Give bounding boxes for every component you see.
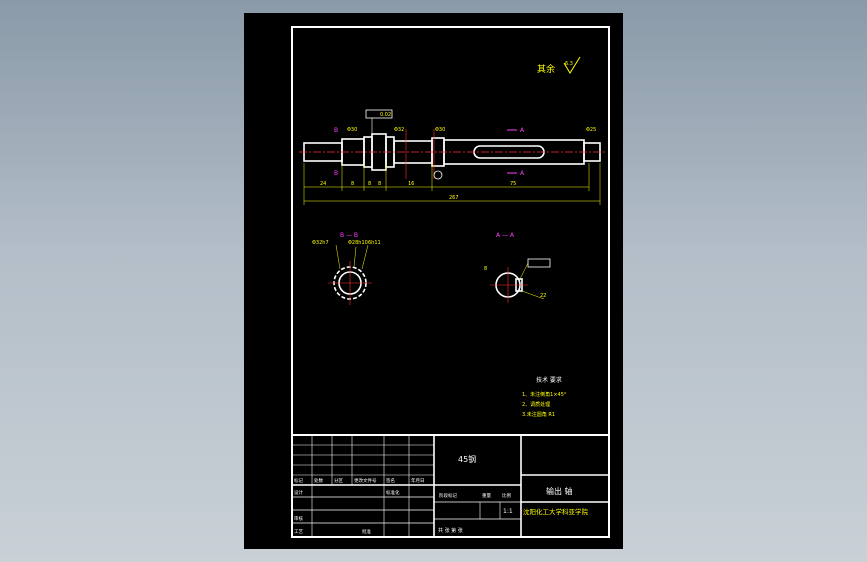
roughness-value: 6.3 [565, 61, 573, 67]
section-a-key: 8 [484, 266, 487, 272]
section-b-major: Φ32h7 [312, 240, 329, 246]
dim-d1: Φ30 [347, 127, 357, 133]
rev-cell: 分区 [334, 477, 343, 484]
rev-cell: 年月日 [411, 477, 425, 484]
len-c: 8 [368, 181, 371, 187]
roughness-note: 其余 [537, 63, 555, 75]
dim-d5: Φ25 [586, 127, 596, 133]
len-total: 267 [449, 195, 459, 201]
rev-cell: 批准 [362, 528, 371, 535]
section-a-tolerance-frame [527, 258, 551, 268]
len-e: 16 [408, 181, 414, 187]
marker-b-top: B [334, 127, 338, 134]
len-a: 24 [320, 181, 326, 187]
tech-req-item: 2、调质处理 [522, 401, 550, 408]
rev-cell: 处数 [314, 477, 323, 484]
section-b-minor: Φ28h10 [348, 240, 368, 246]
dim-tol: 0.02 [380, 112, 391, 118]
rev-cell: 工艺 [294, 529, 303, 535]
scale-text: 1:1 [503, 508, 513, 515]
marker-b-bottom: B [334, 170, 338, 177]
tech-req-title: 技术 要求 [536, 376, 562, 384]
len-f: 75 [510, 181, 516, 187]
drawing-sheet: 其余 6.3 Φ30 Φ32 Φ30 Φ25 0.02 [244, 13, 623, 549]
section-a-depth: 22 [540, 293, 546, 299]
marker-a-bottom: A [520, 170, 525, 177]
material-text: 45钢 [458, 454, 476, 464]
marker-a-top: A [520, 127, 525, 134]
institution-name: 沈阳化工大学科亚学院 [523, 507, 589, 516]
rev-cell: 阶段标记 [439, 492, 457, 499]
tolerance-frame [365, 109, 393, 119]
sheet-info: 共 张 第 张 [438, 527, 463, 534]
len-d: 8 [378, 181, 381, 187]
rev-cell: 设计 [294, 489, 303, 496]
section-b-width: 6h11 [368, 240, 381, 246]
rev-cell: 比例 [502, 492, 511, 499]
title-block [291, 434, 610, 538]
rev-cell: 更改文件号 [354, 477, 377, 484]
rev-cell: 审核 [294, 515, 303, 522]
part-name: 输出 轴 [546, 486, 573, 496]
dim-d2: Φ32 [394, 127, 404, 133]
section-a-label: A — A [496, 232, 515, 239]
rev-cell: 标准化 [386, 489, 400, 496]
rev-cell: 标记 [294, 477, 303, 484]
rev-cell: 签名 [386, 477, 395, 484]
roughness-symbol-icon [563, 56, 581, 74]
datum-marker [433, 170, 443, 180]
tech-req-item: 1、未注倒角1×45° [522, 391, 567, 398]
tech-req-item: 3.未注圆角 R1 [522, 411, 555, 418]
section-b-label: B — B [340, 232, 358, 239]
dim-d3: Φ30 [435, 127, 445, 133]
rev-cell: 重量 [482, 492, 491, 499]
len-b: 8 [351, 181, 354, 187]
